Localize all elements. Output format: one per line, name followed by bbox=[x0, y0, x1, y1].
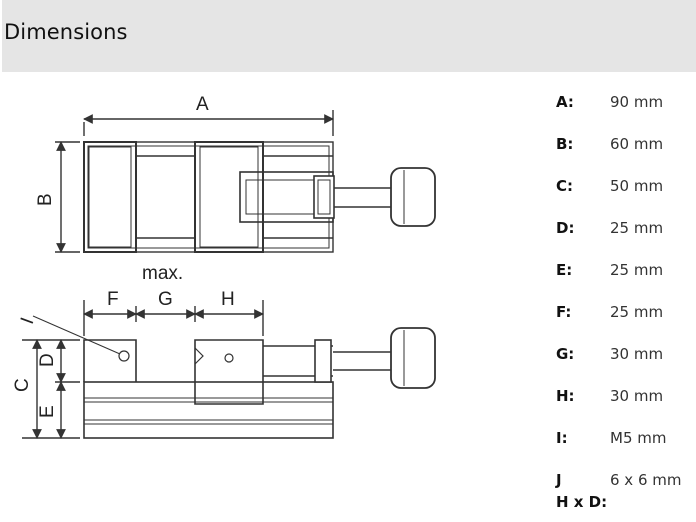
dim-label-a: A bbox=[196, 94, 209, 115]
spec-value: 30 mm bbox=[610, 387, 664, 405]
spec-value: 6 x 6 mm bbox=[610, 471, 682, 489]
spec-label: A: bbox=[556, 93, 574, 111]
spec-label: J bbox=[556, 471, 562, 489]
spec-label: C: bbox=[556, 177, 574, 195]
dim-label-max: max. bbox=[142, 263, 183, 284]
dim-label-g: G bbox=[158, 289, 173, 310]
spec-label: D: bbox=[556, 219, 575, 237]
vise-side-view bbox=[22, 300, 436, 439]
spec-label: I: bbox=[556, 429, 568, 447]
dim-label-d: D bbox=[37, 353, 58, 367]
spec-label: B: bbox=[556, 135, 574, 153]
dim-label-c: C bbox=[12, 378, 33, 392]
spec-value: 60 mm bbox=[610, 135, 664, 153]
spec-label: G: bbox=[556, 345, 575, 363]
spec-value: M5 mm bbox=[610, 429, 667, 447]
spec-value: 25 mm bbox=[610, 303, 664, 321]
spec-value: 25 mm bbox=[610, 261, 664, 279]
spec-label: H: bbox=[556, 387, 575, 405]
vise-top-view bbox=[55, 110, 436, 253]
dim-label-e: E bbox=[37, 405, 58, 418]
spec-value: 50 mm bbox=[610, 177, 664, 195]
spec-sublabel: H x D: bbox=[556, 493, 608, 511]
section-title: Dimensions bbox=[4, 20, 128, 44]
spec-value: 25 mm bbox=[610, 219, 664, 237]
spec-value: 90 mm bbox=[610, 93, 664, 111]
spec-value: 30 mm bbox=[610, 345, 664, 363]
dim-label-h: H bbox=[221, 289, 235, 310]
spec-label: F: bbox=[556, 303, 572, 321]
dim-label-b: B bbox=[35, 193, 56, 206]
dim-label-f: F bbox=[107, 289, 119, 310]
section-header: Dimensions bbox=[2, 0, 696, 72]
spec-label: E: bbox=[556, 261, 573, 279]
vise-technical-drawing: A B max. F G H C D E I bbox=[12, 94, 436, 439]
